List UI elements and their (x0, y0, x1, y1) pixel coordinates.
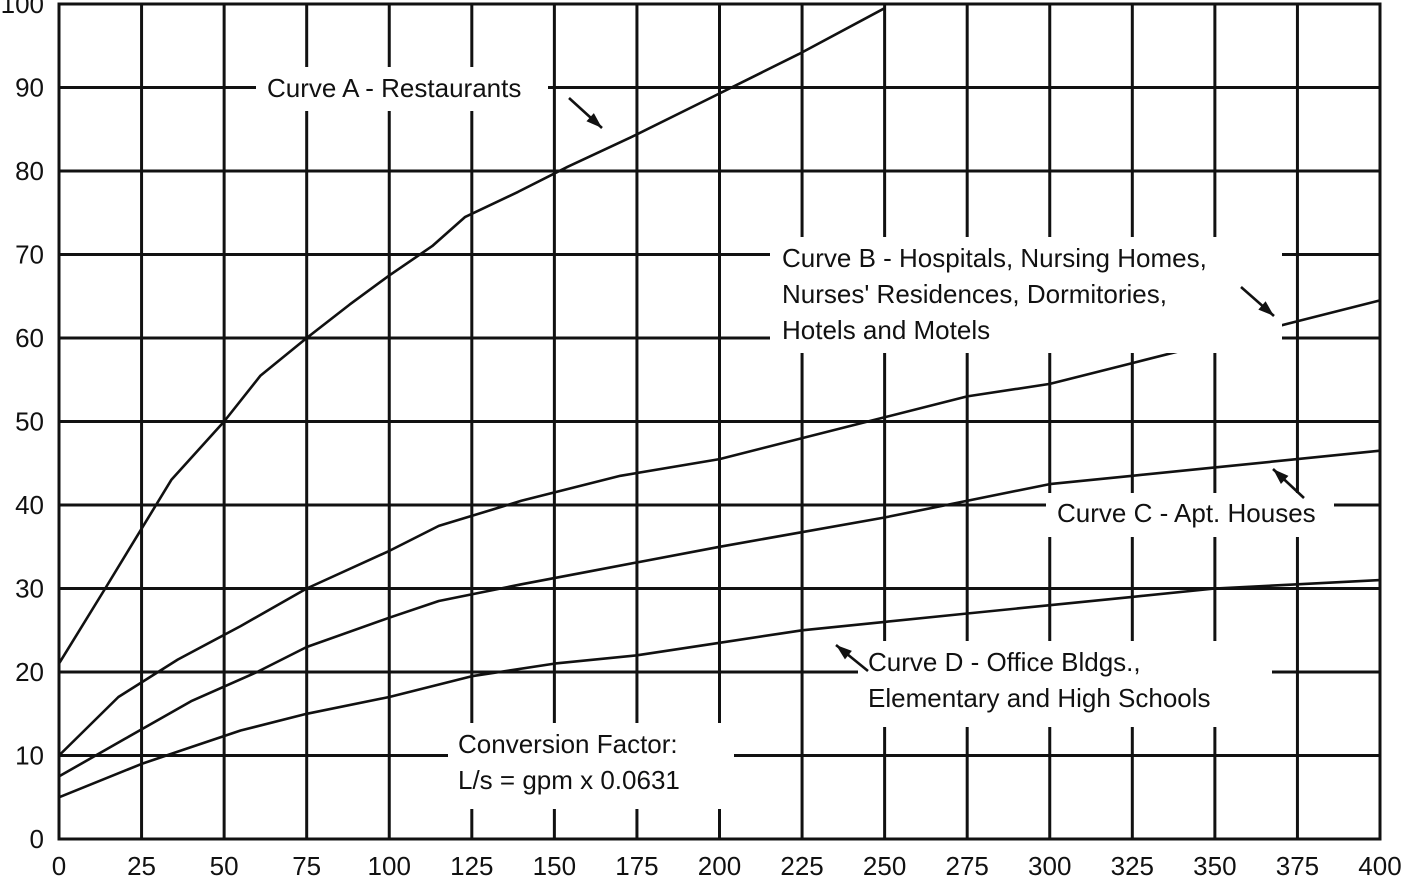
curve-b-label-line3: Hotels and Motels (782, 315, 990, 345)
plot-frame (57, 2, 1382, 841)
curve-d-label-line2: Elementary and High Schools (868, 683, 1211, 713)
y-tick-label: 80 (15, 156, 44, 186)
conversion-factor-line2: L/s = gpm x 0.0631 (458, 765, 680, 795)
curve-a-label-bg (256, 67, 548, 111)
x-tick-label: 150 (533, 851, 576, 881)
x-tick-label: 25 (127, 851, 156, 881)
x-tick-label: 325 (1111, 851, 1154, 881)
curve-b-label-line2: Nurses' Residences, Dormitories, (782, 279, 1167, 309)
curves (57, 7, 1381, 799)
curve-c-label: Curve C - Apt. Houses (1057, 498, 1316, 528)
y-tick-label: 20 (15, 657, 44, 687)
y-tick-label: 100 (1, 0, 44, 19)
y-tick-label: 40 (15, 490, 44, 520)
x-tick-label: 50 (210, 851, 239, 881)
conversion-label-bg (448, 723, 734, 809)
curve-c-label-bg (1046, 493, 1334, 537)
curve-d-arrow (835, 643, 869, 673)
curve-b-label-line1: Curve B - Hospitals, Nursing Homes, (782, 243, 1207, 273)
x-tick-label: 250 (863, 851, 906, 881)
y-tick-label: 10 (15, 741, 44, 771)
x-tick-label: 175 (615, 851, 658, 881)
y-tick-label: 90 (15, 73, 44, 103)
curve-d-label-line1: Curve D - Office Bldgs., (868, 647, 1141, 677)
x-tick-label: 300 (1028, 851, 1071, 881)
curve-b-arrow (1240, 286, 1275, 317)
y-tick-label: 60 (15, 323, 44, 353)
x-tick-label: 200 (698, 851, 741, 881)
x-tick-label: 75 (292, 851, 321, 881)
curve-a-label: Curve A - Restaurants (267, 73, 521, 103)
annotations: Curve A - Restaurants Curve B - Hospital… (267, 73, 1316, 795)
x-tick-label: 275 (945, 851, 988, 881)
conversion-factor-line1: Conversion Factor: (458, 729, 678, 759)
curve-a-arrow (568, 97, 603, 129)
x-tick-label: 375 (1276, 851, 1319, 881)
arrows (568, 97, 1305, 673)
curve-d-line (58, 578, 1381, 799)
curve-c-line (58, 449, 1381, 778)
x-tick-label: 400 (1358, 851, 1401, 881)
x-tick-label: 100 (368, 851, 411, 881)
curve-d-label-bg (858, 641, 1272, 727)
y-tick-label: 30 (15, 574, 44, 604)
y-tick-label: 0 (30, 824, 44, 854)
curve-c-arrow (1272, 468, 1305, 499)
x-tick-label: 350 (1193, 851, 1236, 881)
label-backgrounds (256, 67, 1334, 809)
curve-a-line (57, 7, 886, 665)
curve-b-line (58, 299, 1381, 757)
y-tick-label: 70 (15, 240, 44, 270)
y-tick-label: 50 (15, 407, 44, 437)
x-tick-label: 225 (780, 851, 823, 881)
x-tick-label: 0 (52, 851, 66, 881)
curve-b-label-bg (770, 237, 1282, 353)
x-tick-label: 125 (450, 851, 493, 881)
